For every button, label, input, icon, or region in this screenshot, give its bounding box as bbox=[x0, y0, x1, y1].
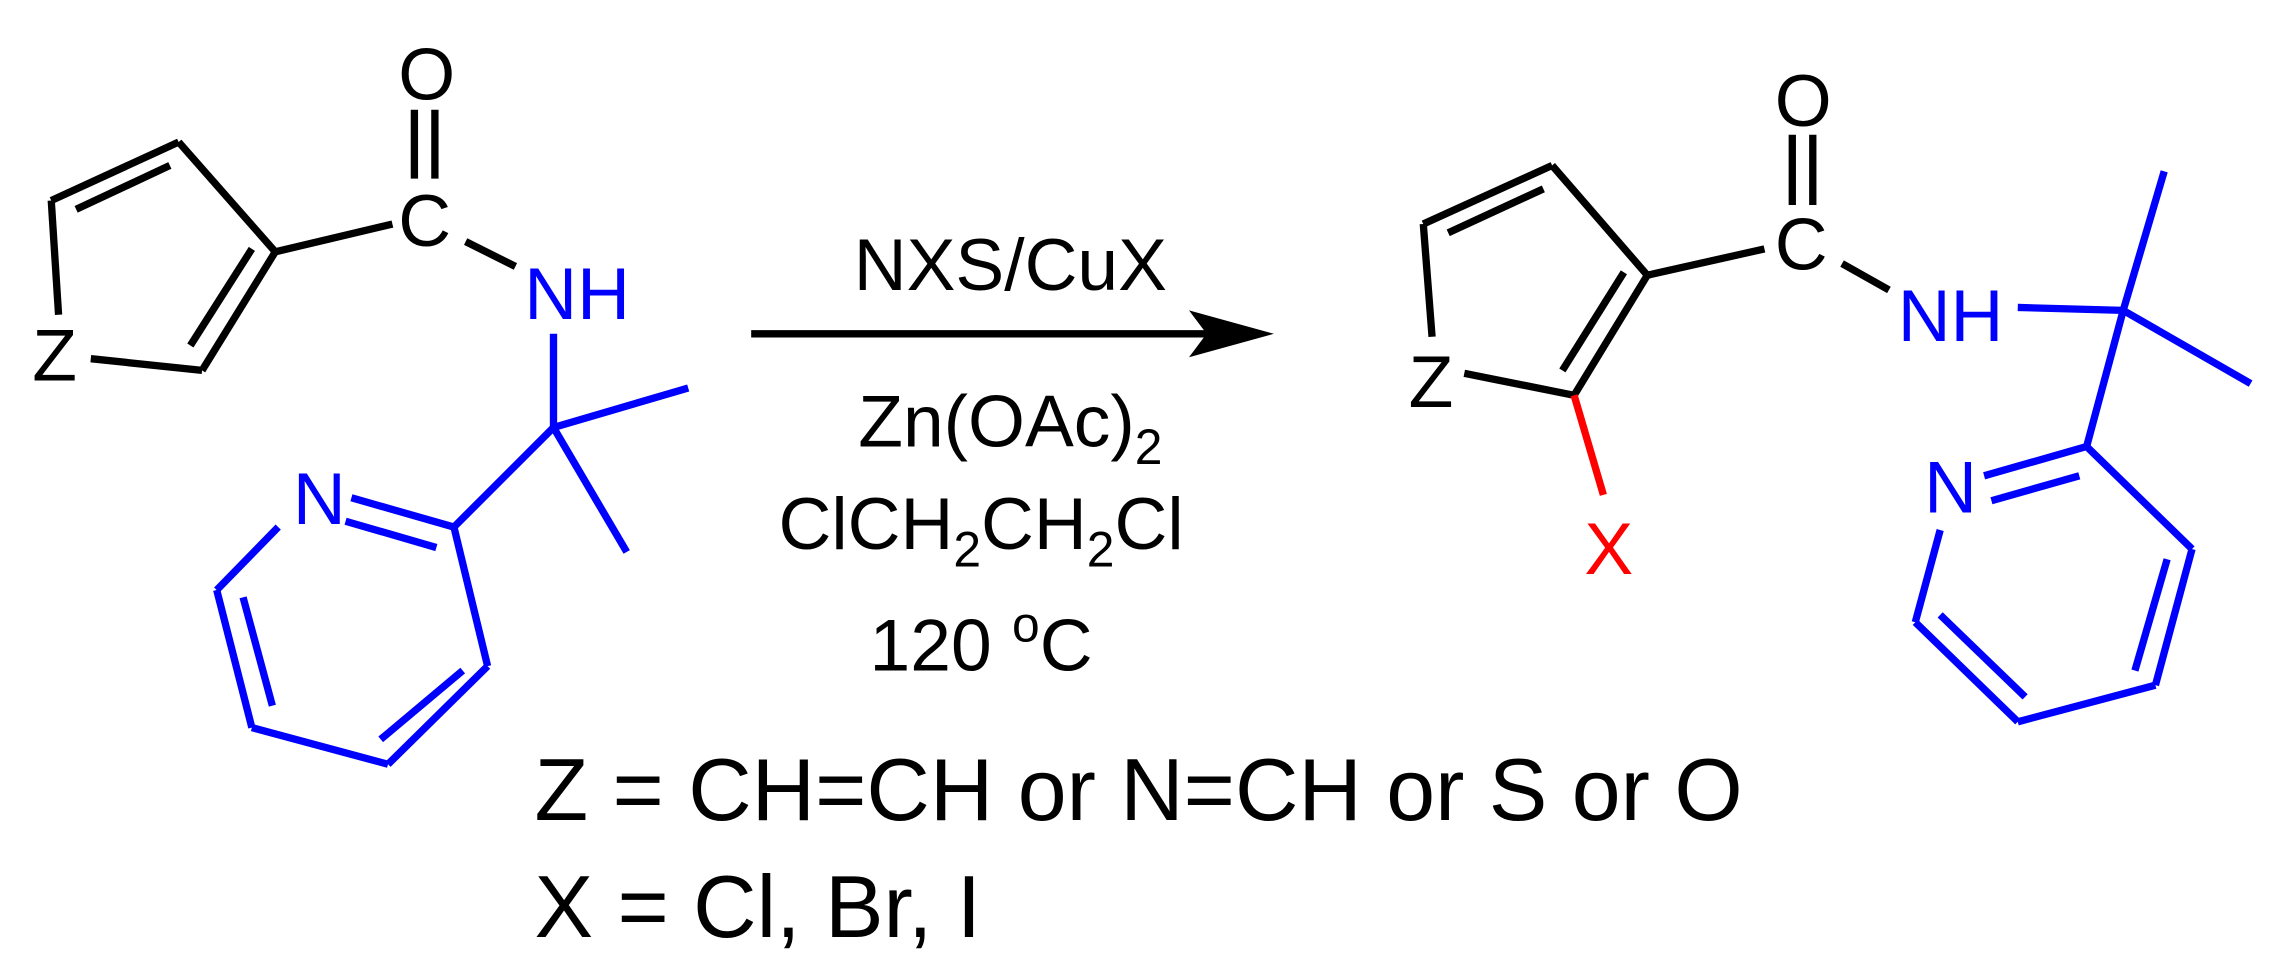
bond bbox=[1570, 273, 1651, 398]
bond bbox=[2017, 303, 2124, 315]
bond bbox=[1983, 443, 2088, 480]
bond bbox=[1419, 223, 1436, 338]
reaction-conditions: NXS/CuX Zn(OAc)2 ClCH2CH2Cl 120 oC bbox=[779, 224, 1184, 687]
atom-o: O bbox=[398, 34, 455, 116]
bond bbox=[2083, 309, 2127, 448]
bond-double-inner bbox=[378, 667, 466, 743]
bond bbox=[2119, 170, 2168, 312]
additive-label: Zn(OAc)2 bbox=[858, 381, 1162, 476]
atom-n-pyridine: N bbox=[293, 458, 346, 540]
bond bbox=[451, 424, 557, 530]
bond bbox=[49, 138, 181, 204]
bond bbox=[175, 139, 279, 255]
bond bbox=[1840, 260, 1891, 294]
bond bbox=[1911, 529, 1944, 624]
bond bbox=[350, 494, 455, 531]
x-definition: X = Cl, Br, I bbox=[534, 857, 981, 956]
temperature-value: 120 bbox=[870, 605, 1012, 687]
solvent-sub-2: 2 bbox=[1087, 522, 1115, 578]
bond-double-inner bbox=[239, 596, 276, 707]
z-definition: Z = CH=CH or N=CH or S or O bbox=[534, 740, 1742, 839]
product-molecule: Z C O NH N X bbox=[1409, 60, 2253, 726]
bond bbox=[2121, 307, 2253, 387]
solvent-part-b: CH bbox=[981, 483, 1087, 565]
arrow-head bbox=[1189, 310, 1274, 358]
reagent-label: NXS/CuX bbox=[854, 224, 1167, 306]
bond bbox=[1646, 245, 1766, 279]
additive-main: Zn(OAc) bbox=[858, 381, 1135, 463]
additive-subscript: 2 bbox=[1135, 419, 1163, 475]
bond bbox=[1463, 369, 1575, 399]
bond bbox=[2016, 681, 2157, 726]
bond bbox=[213, 589, 256, 729]
solvent-sub-1: 2 bbox=[953, 522, 981, 578]
atom-z: Z bbox=[1409, 341, 1454, 423]
bond-double-inner bbox=[187, 246, 255, 348]
bond bbox=[2084, 443, 2195, 552]
bond bbox=[47, 200, 63, 316]
bond bbox=[90, 355, 203, 375]
bond bbox=[214, 524, 281, 593]
bond-double-inner bbox=[74, 162, 172, 213]
bond bbox=[1549, 163, 1651, 278]
bond-double-inner bbox=[2131, 558, 2171, 672]
solvent-label: ClCH2CH2Cl bbox=[779, 483, 1184, 578]
bond-double-inner bbox=[1446, 185, 1545, 237]
bond-double-inner bbox=[344, 517, 438, 552]
bond bbox=[274, 220, 394, 256]
atom-c: C bbox=[1775, 203, 1828, 285]
bond bbox=[1912, 619, 2021, 725]
bond-double-inner bbox=[1559, 270, 1627, 373]
bond bbox=[198, 249, 279, 373]
bond bbox=[2151, 548, 2196, 687]
solvent-part-c: Cl bbox=[1114, 483, 1183, 565]
atom-nh: NH bbox=[524, 253, 630, 335]
bond bbox=[250, 724, 389, 768]
bond bbox=[385, 663, 491, 767]
reaction-arrow bbox=[751, 310, 1274, 358]
temperature-label: 120 oC bbox=[870, 596, 1093, 686]
bond-double-inner bbox=[1937, 612, 2028, 700]
solvent-part-a: ClCH bbox=[779, 483, 954, 565]
temperature-degree: o bbox=[1012, 596, 1040, 652]
bond bbox=[450, 526, 492, 668]
temperature-unit: C bbox=[1040, 605, 1093, 687]
bond bbox=[464, 238, 518, 270]
atom-x: X bbox=[1584, 508, 1633, 590]
bond-c-x bbox=[1570, 394, 1607, 496]
bond-double-inner bbox=[1990, 472, 2081, 505]
atom-o: O bbox=[1775, 60, 1832, 142]
atom-c: C bbox=[398, 180, 451, 262]
reactant-molecule: Z C O NH N bbox=[32, 34, 690, 768]
atom-nh: NH bbox=[1898, 275, 2004, 357]
atom-z: Z bbox=[32, 315, 77, 397]
bond bbox=[552, 384, 690, 432]
atom-n-pyridine: N bbox=[1924, 446, 1977, 528]
bond bbox=[1421, 162, 1554, 228]
bond bbox=[550, 425, 630, 554]
